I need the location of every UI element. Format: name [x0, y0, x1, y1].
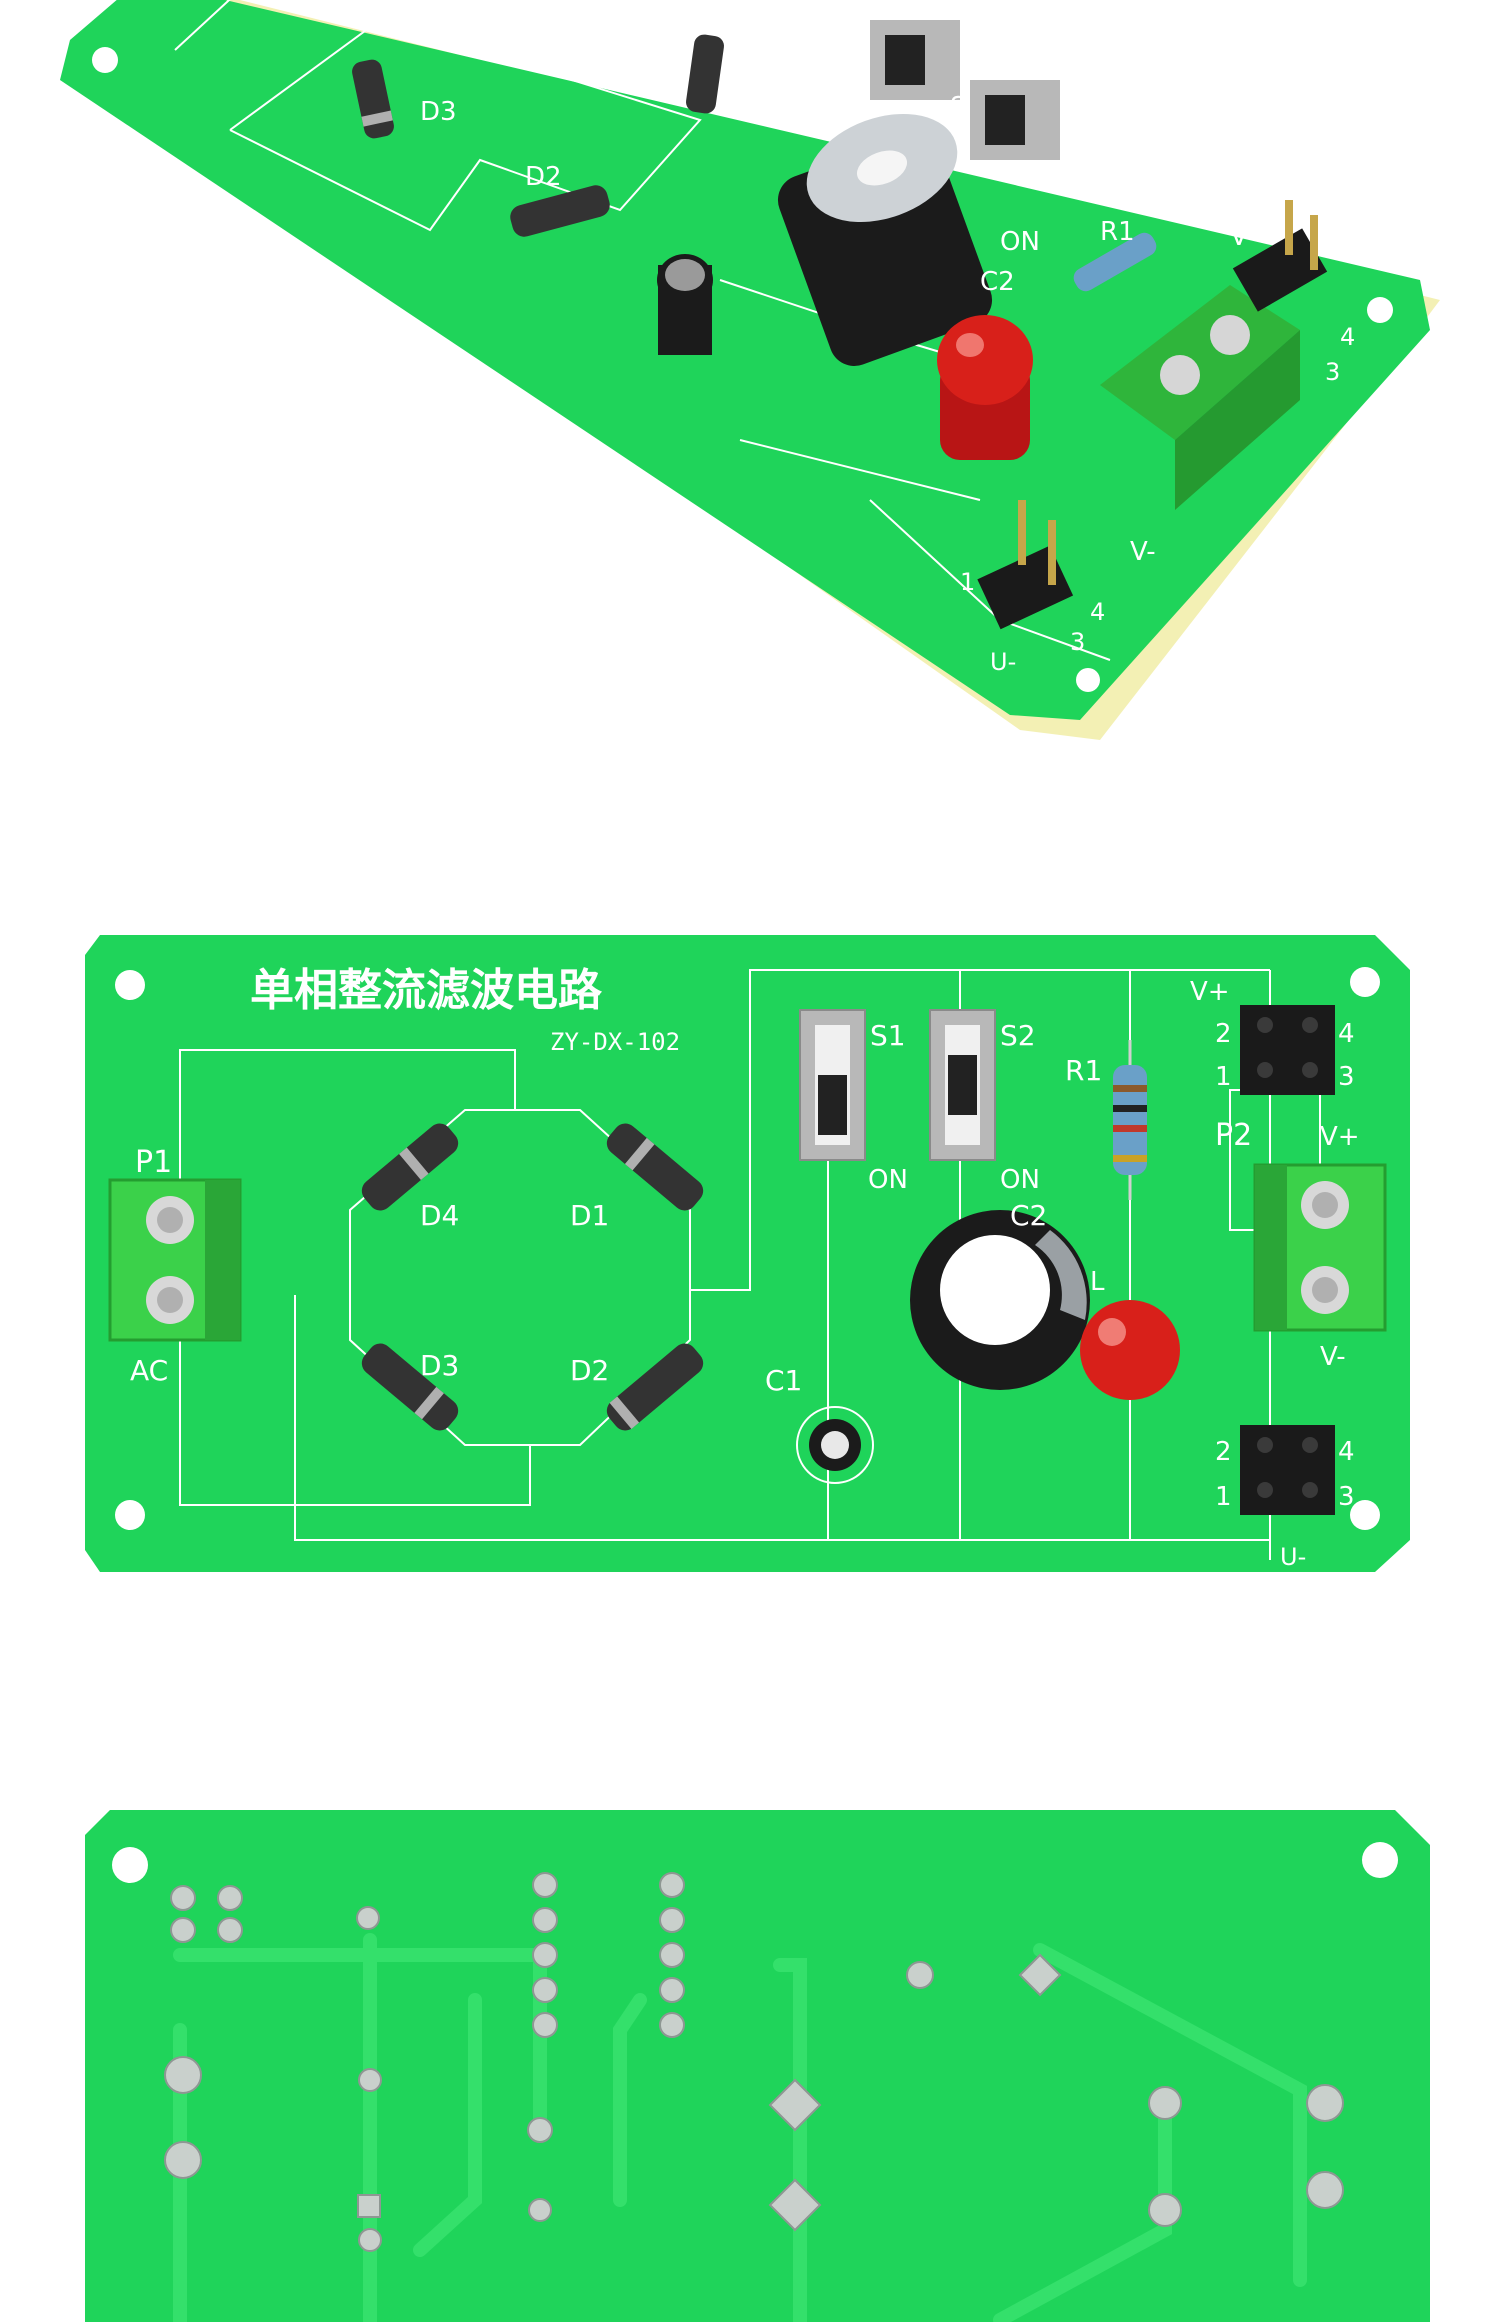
label-d1: D1	[570, 1199, 609, 1232]
mounting-hole	[1350, 967, 1380, 997]
terminal-block-p2	[1100, 285, 1300, 510]
resistor-r1	[1113, 1040, 1147, 1200]
diode-d2	[510, 185, 610, 237]
label-pin3-bottom: 3	[1338, 1482, 1355, 1512]
label-d4: D4	[525, 2, 562, 32]
label-d4: D4	[420, 1199, 459, 1232]
label-r1: R1	[1065, 1054, 1102, 1087]
label-v-plus-header: V+	[1190, 977, 1230, 1007]
label-on-s1: ON	[868, 1165, 908, 1195]
label-d2: D2	[525, 162, 562, 192]
diode-d3	[361, 1343, 459, 1431]
diode-d4	[361, 1123, 459, 1211]
label-s1: S1	[870, 1019, 906, 1052]
diode-d1	[686, 34, 724, 114]
label-pin1: 1	[960, 568, 975, 596]
led	[1080, 1300, 1180, 1400]
pin-header-bottom	[1240, 1425, 1335, 1515]
capacitor-c1	[657, 254, 713, 355]
label-pin2-bottom: 2	[1215, 1437, 1232, 1467]
board-surface	[60, 0, 1430, 720]
slide-switch-s1	[799, 1009, 866, 1161]
label-v-minus: V-	[1320, 1342, 1346, 1372]
label-d3: D3	[420, 97, 457, 127]
board-surface	[85, 1810, 1430, 2322]
angled-board-photo: DX-102 D4 D1 D3 D2 S S2 R1 C2 ON V 4 3 V…	[0, 0, 1500, 760]
label-pin4-bottom: 4	[1338, 1437, 1355, 1467]
pin-header-top	[1232, 200, 1328, 312]
front-board-photo: 单相整流滤波电路 ZY-DX-102 P1 AC D4 D1 D3 D2 C1 …	[0, 900, 1500, 1600]
label-on-s2: ON	[1000, 1165, 1040, 1195]
capacitor-c2	[910, 1210, 1090, 1390]
label-pin3-bottom: 3	[1070, 628, 1085, 656]
label-pin3-top: 3	[1338, 1062, 1355, 1092]
label-pin4-bottom: 4	[1090, 598, 1105, 626]
label-l-partial: L	[1090, 1267, 1105, 1297]
diode-d1	[606, 1123, 704, 1211]
terminal-block-p1	[108, 1178, 242, 1342]
board-id: ZY-DX-102	[550, 1028, 680, 1056]
mounting-hole	[112, 1847, 148, 1883]
label-on: ON	[1000, 227, 1040, 257]
mounting-hole	[92, 47, 118, 73]
label-v-minus: V-	[1130, 537, 1156, 567]
label-pin1-top: 1	[1215, 1062, 1232, 1092]
mounting-hole	[115, 970, 145, 1000]
label-u-minus: U-	[990, 648, 1016, 676]
label-pin4-top: 4	[1338, 1019, 1355, 1049]
diode-d3	[352, 59, 394, 139]
label-s-partial: S	[950, 92, 967, 122]
label-d3: D3	[420, 1349, 459, 1382]
mounting-hole	[1362, 1842, 1398, 1878]
label-d2: D2	[570, 1354, 609, 1387]
led	[937, 315, 1033, 460]
label-c2: C2	[1010, 1199, 1047, 1232]
slide-switch-s1	[870, 20, 960, 100]
board-title: 单相整流滤波电路	[250, 965, 603, 1016]
label-ac: AC	[130, 1354, 168, 1387]
capacitor-c1	[796, 1406, 874, 1484]
pin-header-top	[1240, 1005, 1335, 1095]
label-c2: C2	[980, 267, 1015, 297]
pin-header-bottom	[977, 500, 1074, 630]
solder-pads	[164, 1872, 1344, 2252]
label-pin2-top: 2	[1215, 1019, 1232, 1049]
label-pin3-top: 3	[1325, 358, 1340, 386]
label-pin1-bottom: 1	[1215, 1482, 1232, 1512]
label-u-minus: U-	[1280, 1543, 1306, 1571]
board-id-fragment: DX-102	[755, 13, 853, 62]
label-s2: S2	[1000, 1019, 1036, 1052]
label-s2: S2	[1060, 162, 1093, 192]
label-d1: D1	[625, 62, 662, 92]
label-v-partial: V	[1230, 222, 1248, 252]
label-pin4-top: 4	[1340, 323, 1355, 351]
diode-d2	[606, 1343, 704, 1431]
solder-side-photo	[0, 1780, 1500, 2322]
mounting-hole	[1350, 1500, 1380, 1530]
label-p1: P1	[135, 1145, 172, 1180]
mounting-hole	[115, 1500, 145, 1530]
capacitor-c2	[777, 113, 993, 366]
label-r1: R1	[1100, 217, 1135, 247]
label-c1: C1	[765, 1364, 802, 1397]
slide-switch-s2	[970, 80, 1060, 160]
terminal-block-p2	[1253, 1163, 1387, 1332]
label-v-plus-terminal: V+	[1320, 1122, 1360, 1152]
slide-switch-s2	[929, 1009, 996, 1161]
mounting-hole	[1076, 668, 1100, 692]
label-p2: P2	[1215, 1118, 1252, 1153]
resistor-r1	[1073, 232, 1157, 292]
mounting-hole	[1367, 297, 1393, 323]
board-surface	[85, 935, 1410, 1572]
